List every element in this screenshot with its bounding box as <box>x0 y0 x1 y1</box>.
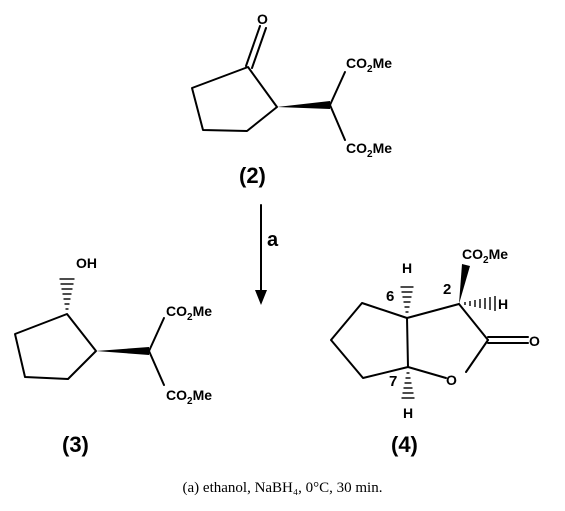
hashed-bond-oh <box>59 278 75 310</box>
wedge-bond-ester <box>459 264 470 304</box>
carbonyl-oxygen-label: O <box>529 333 540 349</box>
cyclopentane-ring <box>330 302 409 379</box>
compound-2-label: (2) <box>239 163 266 188</box>
ester-bottom-label: CO2Me <box>346 140 392 160</box>
ester-label: CO2Me <box>462 246 508 266</box>
hashed-bond-h7 <box>401 372 415 399</box>
wedge-bond <box>96 347 149 355</box>
position-2-label: 2 <box>443 281 451 298</box>
compound-3-label: (3) <box>62 432 89 457</box>
h7-label: H <box>403 405 413 421</box>
compound-4-structure: O O H 6 H 7 CO2Me <box>330 246 540 457</box>
cyclopentanol-ring <box>14 313 97 380</box>
hydroxyl-label: OH <box>76 255 97 271</box>
reaction-arrow: a <box>255 204 279 305</box>
position-6-label: 6 <box>386 288 394 305</box>
ketone-oxygen-label: O <box>257 11 268 27</box>
reaction-scheme: O CO2Me CO2Me (2) a OH <box>14 11 540 457</box>
compound-2-structure: O CO2Me CO2Me (2) <box>191 11 392 188</box>
reagent-label: a <box>267 229 279 251</box>
compound-3-structure: OH CO2Me CO2Me (3) <box>14 255 212 457</box>
cyclopentanone-ring <box>191 66 278 132</box>
hashed-bond-h6 <box>400 286 414 313</box>
position-7-label: 7 <box>389 373 397 390</box>
ester-top-label: CO2Me <box>346 55 392 75</box>
compound-4-label: (4) <box>391 432 418 457</box>
hashed-bond-h2 <box>464 296 496 311</box>
reaction-conditions-caption: (a) ethanol, NaBH₄, 0°C, 30 min. <box>182 480 383 496</box>
ester-bottom-label: CO2Me <box>166 387 212 407</box>
arrow-head <box>255 290 267 305</box>
wedge-bond <box>277 101 330 109</box>
ring-oxygen-label: O <box>446 372 457 388</box>
h6-label: H <box>402 260 412 276</box>
h2-label: H <box>498 296 508 312</box>
ester-top-label: CO2Me <box>166 303 212 323</box>
